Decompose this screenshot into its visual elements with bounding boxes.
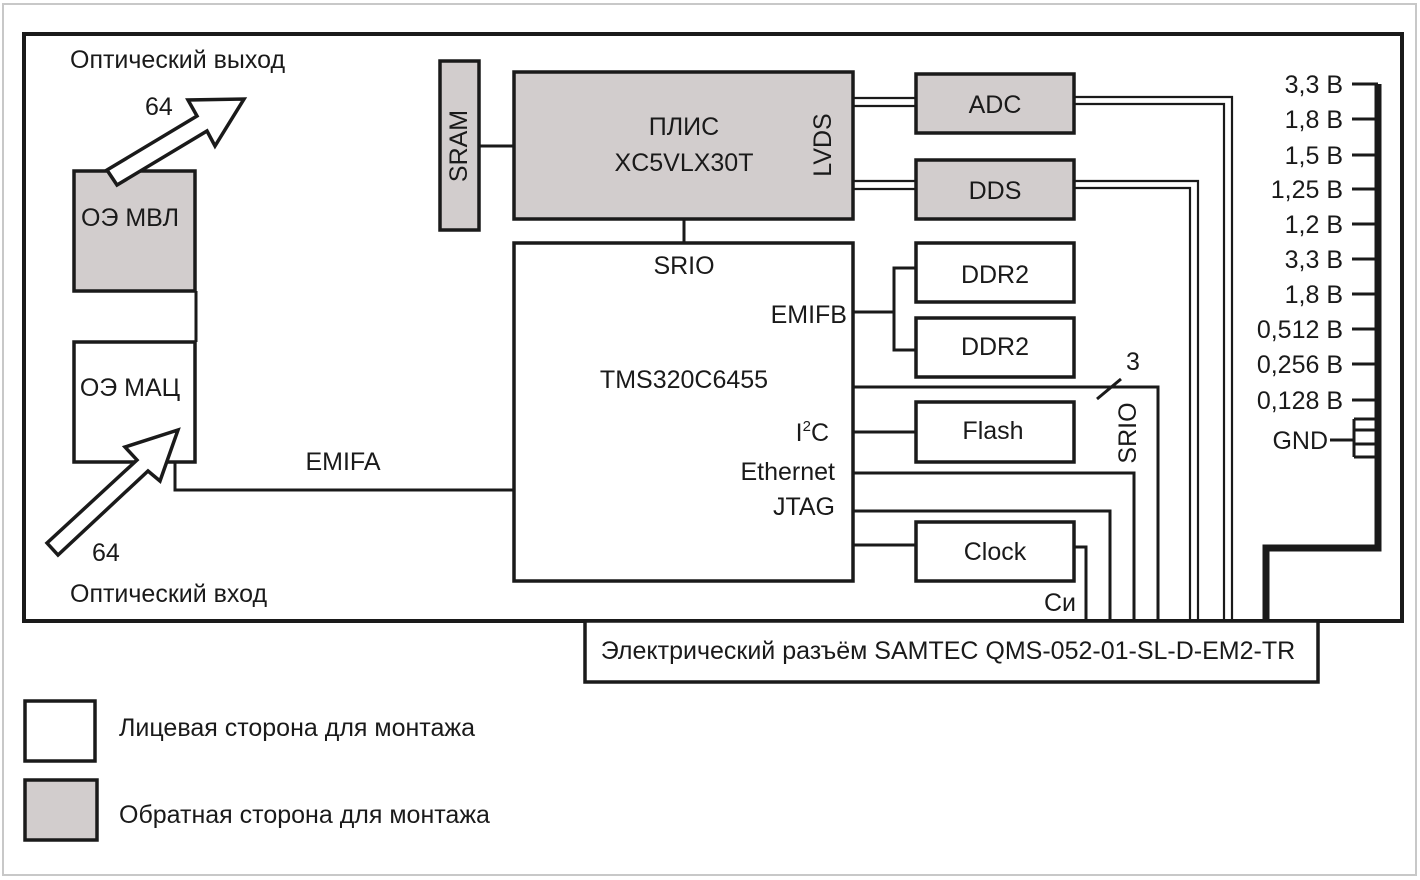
clock-out-label: Си — [1044, 589, 1076, 617]
dds-block — [914, 158, 1076, 221]
sram-block — [438, 59, 481, 232]
srio-bus-tick — [1096, 377, 1122, 401]
legend-front-swatch — [23, 699, 97, 763]
ddr2-label-top: DDR2 — [961, 261, 1029, 289]
ddr2-block-top — [914, 241, 1076, 304]
fpga-label-line1: ПЛИС — [649, 113, 719, 141]
optical-output-label: Оптический выход — [70, 46, 285, 74]
adc-connector-link — [1074, 95, 1234, 621]
dsp-srio-port: SRIO — [653, 252, 714, 280]
srio-vertical-label: SRIO — [1114, 402, 1142, 463]
emifa-bus — [173, 462, 514, 492]
connector-label: Электрический разъём SAMTEC QMS-052-01-S… — [601, 637, 1295, 665]
legend-back-label: Обратная сторона для монтажа — [119, 801, 490, 829]
dds-label: DDS — [969, 177, 1022, 205]
rail-label-gnd: GND — [1272, 427, 1328, 455]
rail-label-4: 1,25 В — [1271, 176, 1343, 204]
rail-label-9: 0,256 В — [1257, 351, 1343, 379]
rail-label-2: 1,8 В — [1285, 106, 1343, 134]
oe-mvl-label: ОЭ МВЛ — [81, 204, 179, 232]
rail-label-10: 0,128 В — [1257, 387, 1343, 415]
optical-output-arrow — [104, 97, 248, 188]
flash-block — [914, 400, 1076, 464]
ddr2-block-bottom — [914, 316, 1076, 379]
rail-label-1: 3,3 В — [1285, 71, 1343, 99]
rail-label-5: 1,2 В — [1285, 211, 1343, 239]
dsp-jtag-port: JTAG — [773, 493, 835, 521]
fpga-label-line2: XC5VLX30T — [615, 149, 754, 177]
emifa-label: EMIFA — [305, 448, 380, 476]
oe-mac-label: ОЭ МАЦ — [80, 374, 181, 402]
dsp-name: TMS320C6455 — [600, 366, 768, 394]
dsp-emifb-port: EMIFB — [771, 301, 847, 329]
gnd-bracket — [1330, 417, 1378, 459]
rail-label-6: 3,3 В — [1285, 246, 1343, 274]
ddr2-label-bottom: DDR2 — [961, 333, 1029, 361]
srio-bus-count: 3 — [1126, 348, 1140, 376]
optical-input-arrow — [44, 427, 181, 558]
optical-input-label: Оптический вход — [70, 580, 267, 608]
clock-connector-link — [1074, 545, 1088, 621]
optical-input-width: 64 — [92, 539, 120, 567]
dsp-i2c-port: I2C — [796, 418, 829, 447]
srio-connector-link — [853, 385, 1160, 621]
jtag-connector-link — [853, 509, 1112, 621]
rail-label-8: 0,512 В — [1257, 316, 1343, 344]
fpga-block — [512, 70, 855, 221]
dsp-ethernet-port: Ethernet — [740, 458, 835, 486]
sram-label: SRAM — [445, 110, 473, 182]
ethernet-connector-link — [853, 471, 1136, 621]
legend-back-swatch — [23, 778, 99, 842]
lvds-adc-link — [853, 96, 916, 108]
dsp-block — [512, 241, 855, 583]
rail-label-7: 1,8 В — [1285, 281, 1343, 309]
power-rail-ticks — [1352, 82, 1378, 402]
adc-block — [914, 72, 1076, 135]
rail-label-3: 1,5 В — [1285, 142, 1343, 170]
clock-block — [914, 520, 1076, 583]
dds-connector-link — [1074, 179, 1200, 621]
emifb-bus — [853, 266, 916, 352]
power-bus — [1262, 84, 1382, 621]
adc-label: ADC — [969, 91, 1022, 119]
clock-label: Clock — [964, 538, 1027, 566]
lvds-dds-link — [853, 179, 916, 191]
flash-label: Flash — [962, 417, 1023, 445]
optical-output-width: 64 — [145, 93, 173, 121]
connector-block — [583, 619, 1320, 684]
lvds-label: LVDS — [809, 113, 837, 176]
legend-front-label: Лицевая сторона для монтажа — [119, 714, 475, 742]
